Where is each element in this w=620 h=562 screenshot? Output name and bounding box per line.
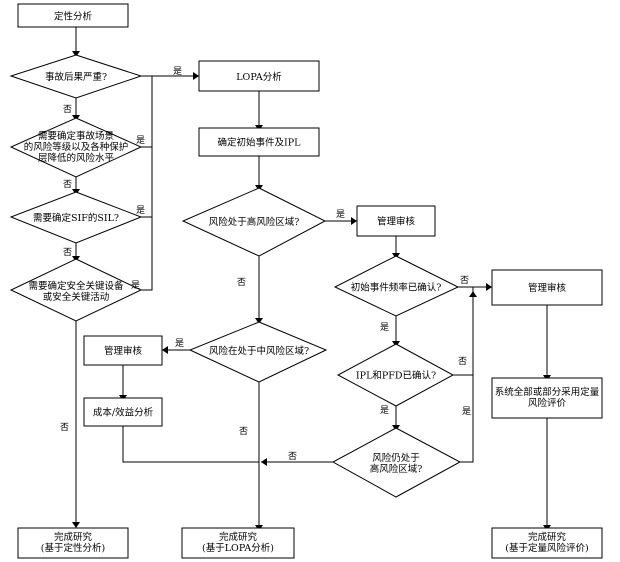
arrowhead (261, 458, 267, 466)
cost-benefit-label: 成本/效益分析 (93, 407, 154, 419)
edge-cost-to-merge (122, 426, 259, 463)
q-ie-freq-diamond (333, 255, 460, 317)
yes-label-risk-level: 是 (136, 135, 145, 146)
yes-label-still-high: 是 (462, 406, 471, 417)
mgmt-review-2-box (83, 335, 163, 366)
no-label-high-risk: 否 (237, 277, 246, 288)
yes-label-ie-freq: 是 (380, 322, 389, 333)
q-high-risk-label: 风险处于高风险区域? (209, 216, 300, 228)
q-medium-risk-label: 风险在处于中风险区域? (209, 345, 309, 357)
q-still-high-diamond (331, 427, 462, 498)
mgmt-review-3-label: 管理审核 (528, 282, 567, 294)
no-label-severe: 否 (63, 104, 72, 115)
no-label-risk-level: 否 (63, 179, 72, 190)
edge-safetycritical-yes (141, 76, 153, 291)
q-safety-critical-label: 需要确定安全关键设备或安全关键活动 (28, 280, 124, 303)
edge-stillhigh-yes (460, 375, 474, 463)
connectors (75, 27, 548, 526)
lopa-analysis-box (198, 60, 320, 92)
arrowhead (255, 318, 263, 324)
lopa-analysis-label: LOPA分析 (236, 71, 282, 83)
arrowhead (72, 522, 80, 528)
yes-label-high-risk: 是 (336, 209, 345, 220)
qualitative-analysis-box (17, 3, 129, 28)
arrowheads (72, 51, 551, 531)
q-ipl-pfd-label: IPL和PFD已确认? (356, 370, 436, 382)
done-lopa-label: 完成研究(基于LOPA分析) (202, 531, 274, 554)
q-safety-critical-diamond (9, 258, 143, 322)
identify-ie-ipl-box (198, 127, 320, 157)
yes-label-sil: 是 (136, 205, 145, 216)
yes-label-severe: 是 (173, 66, 182, 77)
identify-ie-ipl-label: 确定初始事件及IPL (218, 137, 302, 149)
no-label-ie-freq: 否 (460, 275, 469, 286)
q-risk-level-diamond (9, 117, 143, 178)
q-severe-diamond (9, 54, 143, 99)
quantitative-label: 系统全部或部分采用定量风险评价 (495, 386, 600, 409)
q-sil-label: 需要确定SIF的SIL? (33, 212, 119, 224)
done-quantitative-box (491, 527, 603, 559)
q-risk-level-label: 需要确定事故场景的风险等级以及各种保护层降低的风险水平 (24, 130, 129, 164)
arrowhead (193, 72, 199, 80)
q-still-high-label: 风险仍处于高风险区域? (370, 452, 423, 475)
q-severe-label: 事故后果严重? (45, 71, 107, 83)
node-labels: 定性分析 事故后果严重? 需要确定事故场景的风险等级以及各种保护层降低的风险水平… (24, 11, 600, 555)
mgmt-review-1-box (356, 205, 436, 237)
qualitative-analysis-label: 定性分析 (54, 11, 93, 23)
cost-benefit-box (83, 397, 163, 427)
node-shapes (9, 3, 603, 559)
yes-label-ipl-pfd: 是 (380, 405, 389, 416)
q-ipl-pfd-diamond (336, 343, 455, 407)
done-qualitative-box (17, 527, 129, 559)
q-medium-risk-diamond (188, 321, 328, 383)
arrowhead (162, 346, 168, 354)
quantitative-box (491, 377, 603, 419)
no-label-medium-risk: 否 (239, 426, 248, 437)
arrowhead (469, 291, 477, 297)
done-quantitative-label: 完成研究(基于定量风险评价) (505, 531, 588, 554)
mgmt-review-2-label: 管理审核 (104, 345, 143, 357)
no-label-ipl-pfd: 否 (458, 356, 467, 367)
arrowhead (351, 217, 357, 225)
mgmt-review-3-box (491, 269, 603, 306)
done-qualitative-label: 完成研究(基于定性分析) (41, 531, 105, 554)
q-ie-freq-label: 初始事件频率已确认? (351, 282, 442, 294)
yes-label-medium-risk: 是 (175, 338, 184, 349)
mgmt-review-1-label: 管理审核 (377, 216, 416, 228)
no-label-sil: 否 (63, 247, 72, 258)
q-high-risk-diamond (181, 187, 327, 257)
arrowhead (486, 283, 492, 291)
arrowhead (72, 51, 80, 57)
q-sil-diamond (9, 191, 143, 244)
no-label-still-high: 否 (288, 451, 297, 462)
done-lopa-box (181, 527, 295, 559)
yes-label-safety-critical: 是 (131, 280, 140, 291)
edge-labels: 是 否 是 否 是 否 是 否 是 否 是 否 否 是 否 是 否 是 (60, 66, 471, 462)
no-label-safety-critical: 否 (60, 422, 69, 433)
